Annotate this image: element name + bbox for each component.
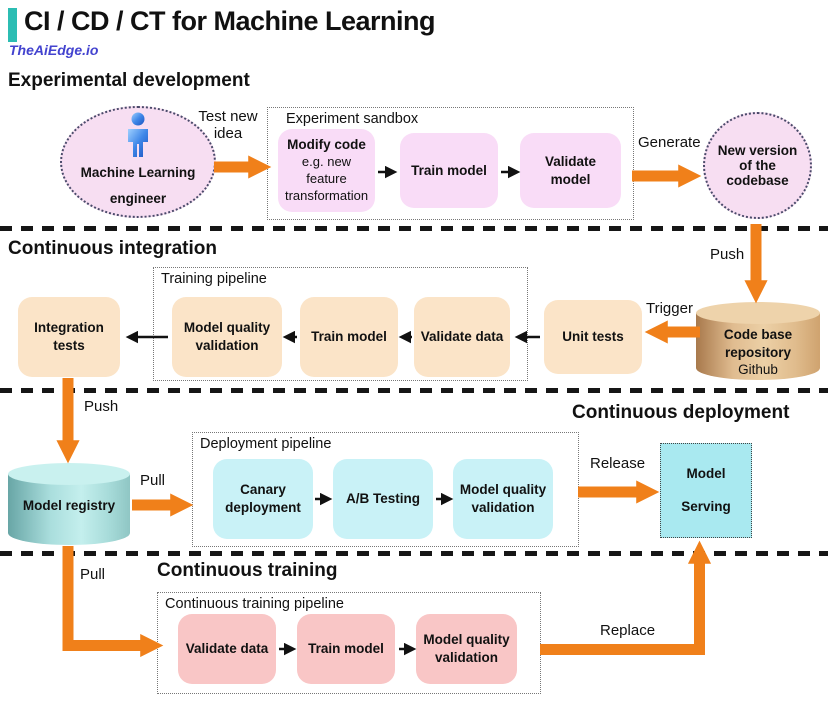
training-pipeline-container: Training pipeline [153,267,528,381]
replace-label: Replace [600,622,656,639]
title-accent-bar [8,8,17,42]
train-model-node-ci: Train model [300,297,398,377]
model-quality-node-cd: Model quality validation [453,459,553,539]
codebase-repository-title: Code base repository [723,327,793,360]
validate-model-node-exp: Validate model [520,133,621,208]
deployment-pipeline-label: Deployment pipeline [200,436,332,452]
codebase-cylinder-body [696,313,820,380]
codebase-repository-subtitle: Github [738,362,778,378]
test-new-idea-label: Test new idea [198,108,258,142]
modify-code-title: Modify code [287,137,366,153]
push-label-1: Push [710,246,745,263]
validate-data-node-ct: Validate data [178,614,276,684]
model-registry-label: Model registry [22,498,116,513]
registry-cylinder-top [8,463,130,485]
person-icon [128,112,148,157]
experiment-sandbox-label: Experiment sandbox [286,111,419,127]
generate-label: Generate [638,134,701,151]
ct-heading: Continuous training [157,560,338,581]
train-model-node-exp: Train model [400,133,498,208]
ml-engineer-label-line1: Machine Learning [80,165,196,180]
validate-data-node-ci: Validate data [414,297,510,377]
codebase-cylinder-top [696,302,820,324]
unit-tests-node: Unit tests [544,300,642,374]
section-separator-1 [0,226,828,231]
canary-deployment-node: Canary deployment [213,459,313,539]
model-serving-node: Model Serving [660,443,752,538]
model-registry-cylinder: Model registry [8,463,130,545]
cd-heading: Continuous deployment [572,402,790,423]
ci-heading: Continuous integration [8,238,217,259]
registry-cylinder-body [8,474,130,545]
model-quality-node-ci: Model quality validation [172,297,282,377]
integration-tests-node: Integration tests [18,297,120,377]
codebase-repository-cylinder: Code base repository Github [696,302,820,380]
model-quality-node-ct: Model quality validation [416,614,517,684]
release-label: Release [590,455,646,472]
section-separator-2 [0,388,828,393]
page-title: CI / CD / CT for Machine Learning [24,6,436,36]
training-pipeline-label: Training pipeline [161,271,267,287]
ab-testing-node: A/B Testing [333,459,433,539]
modify-code-node: Modify code e.g. new feature transformat… [278,129,375,212]
brand-link: TheAiEdge.io [9,42,99,58]
section-separator-3 [0,551,828,556]
push-label-2: Push [84,398,119,415]
experimental-heading: Experimental development [8,70,250,91]
pull-label-2: Pull [80,566,106,583]
modify-code-subtitle: e.g. new feature transformation [284,153,369,203]
ml-engineer-ellipse: Machine Learning engineer [60,106,216,218]
pull-label-1: Pull [140,472,166,489]
pull-arrow-training [62,546,164,658]
ml-engineer-label-line2: engineer [109,191,167,206]
train-model-node-ct: Train model [297,614,395,684]
ct-pipeline-label: Continuous training pipeline [165,596,344,612]
trigger-label: Trigger [646,300,693,317]
new-codebase-circle: New version of the codebase [703,112,812,219]
